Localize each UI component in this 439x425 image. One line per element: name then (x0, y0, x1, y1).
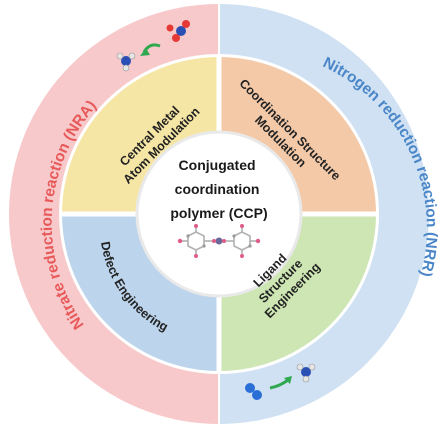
ammonia-molecule-icon-right (296, 363, 316, 383)
ccp-atoms (177, 224, 261, 258)
reaction-arrow-left (140, 43, 161, 56)
center-title: Conjugated coordination polymer (CCP) (170, 157, 267, 221)
nitrogen-ammonia-molecule-icon (245, 383, 262, 400)
reaction-arrow-right (269, 376, 292, 390)
nitrate-molecule-icon (166, 20, 190, 42)
ammonia-molecule-icon-left (116, 52, 136, 72)
center-circle (135, 130, 303, 298)
